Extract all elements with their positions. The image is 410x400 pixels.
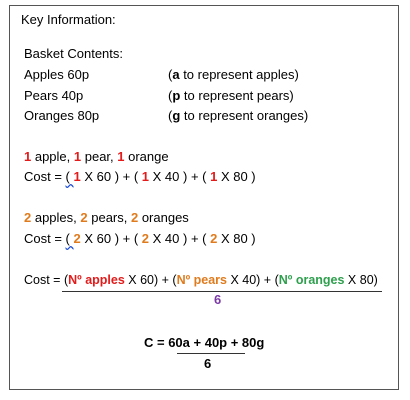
item-apples: Apples 60p xyxy=(24,67,90,82)
general-cost-formula: Cost = (Nº apples X 60) + (Nº pears X 40… xyxy=(24,273,378,287)
key-information-title: Key Information: xyxy=(21,12,116,27)
note-pears: (p to represent pears) xyxy=(168,88,294,103)
item-oranges: Oranges 80p xyxy=(24,108,100,123)
formula-denominator: 6 xyxy=(204,356,212,371)
general-denominator: 6 xyxy=(214,292,222,307)
example1-cost: Cost = ( 1 X 60 ) + ( 1 X 40 ) + ( 1 X 8… xyxy=(24,169,256,184)
example2-cost: Cost = ( 2 X 60 ) + ( 2 X 40 ) + ( 2 X 8… xyxy=(24,231,256,246)
item-pears: Pears 40p xyxy=(24,88,84,103)
note-oranges: (g to represent oranges) xyxy=(168,108,309,123)
formula-fraction-bar xyxy=(177,353,245,354)
example1-quantities: 1 apple, 1 pear, 1 orange xyxy=(24,149,169,164)
note-apples: (a to represent apples) xyxy=(168,67,299,82)
key-information-box xyxy=(9,5,399,390)
general-fraction-bar xyxy=(62,291,382,292)
formula-numerator: C = 60a + 40p + 80g xyxy=(144,335,265,350)
example2-quantities: 2 apples, 2 pears, 2 oranges xyxy=(24,210,189,225)
basket-heading: Basket Contents: xyxy=(24,46,123,61)
